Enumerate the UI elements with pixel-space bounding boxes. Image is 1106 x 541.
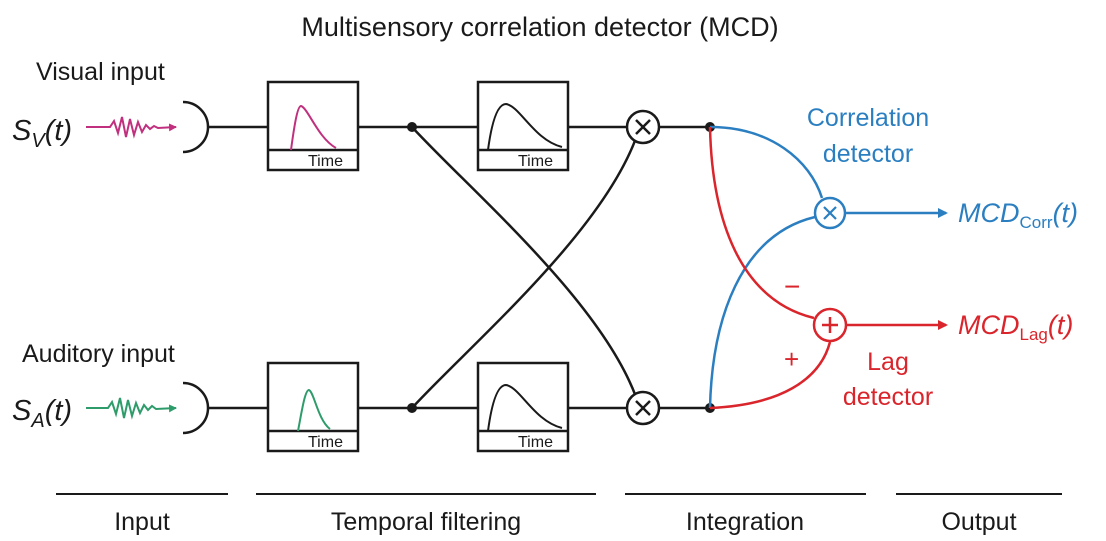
auditory-signal-wave (86, 397, 177, 420)
filter-time-label: Time (308, 153, 343, 170)
lag-output-tail: (t) (1048, 310, 1073, 340)
filter-box-auditory-slow: Time (476, 361, 570, 453)
corr-output-base: MCD (958, 198, 1020, 228)
stage-label-output: Output (941, 508, 1016, 536)
lag-detector-line2: detector (843, 383, 933, 411)
lag-path-bottom (709, 341, 832, 410)
corr-output-tail: (t) (1053, 198, 1078, 228)
visual-signal-tail: (t) (45, 115, 72, 147)
stage-label-temporal-filtering: Temporal filtering (331, 508, 521, 536)
plus-sign: + (784, 344, 799, 374)
visual-signal-base: S (12, 115, 32, 147)
cross-wire-visual-to-bottom (411, 126, 638, 398)
filter-time-label: Time (518, 153, 553, 170)
diagram-title: Multisensory correlation detector (MCD) (301, 12, 778, 42)
visual-receptor (182, 100, 210, 154)
lag-output-base: MCD (958, 310, 1020, 340)
lag-output-label: MCDLag(t) (958, 310, 1073, 344)
auditory-input-label: Auditory input (22, 340, 175, 368)
cross-wire-auditory-to-top (411, 137, 638, 409)
lag-detector-line1: Lag (867, 348, 909, 376)
correlation-multiplier (813, 196, 847, 230)
multiplier-bottom (625, 390, 661, 426)
auditory-signal-sub: A (30, 410, 44, 432)
visual-signal-label: SV(t) (12, 115, 72, 152)
auditory-signal-base: S (12, 395, 32, 427)
corr-path-top (709, 125, 824, 199)
visual-input-label: Visual input (36, 58, 165, 86)
filter-box-auditory-fast: Time (266, 361, 360, 453)
auditory-signal-tail: (t) (45, 395, 72, 427)
minus-sign: − (784, 271, 800, 302)
corr-output-sub: Corr (1020, 213, 1053, 232)
correlation-detector-line2: detector (823, 140, 913, 168)
lag-path-top (708, 126, 815, 320)
filter-box-visual-fast: Time (266, 80, 360, 172)
stage-label-input: Input (114, 508, 170, 536)
auditory-receptor (182, 381, 210, 435)
lag-output-sub: Lag (1020, 325, 1048, 344)
visual-signal-wave (86, 116, 177, 139)
filter-time-label: Time (518, 434, 553, 451)
correlation-detector-line1: Correlation (807, 104, 929, 132)
junction-dot-top-left (407, 122, 417, 132)
multiplier-top (625, 109, 661, 145)
corr-output-label: MCDCorr(t) (958, 198, 1078, 232)
lag-summer (812, 307, 848, 343)
filter-time-label: Time (308, 434, 343, 451)
visual-signal-sub: V (31, 130, 46, 152)
auditory-signal-label: SA(t) (12, 395, 72, 432)
stage-label-integration: Integration (686, 508, 804, 536)
junction-dot-bottom-left (407, 403, 417, 413)
corr-path-bottom (708, 215, 816, 409)
filter-box-visual-slow: Time (476, 80, 570, 172)
